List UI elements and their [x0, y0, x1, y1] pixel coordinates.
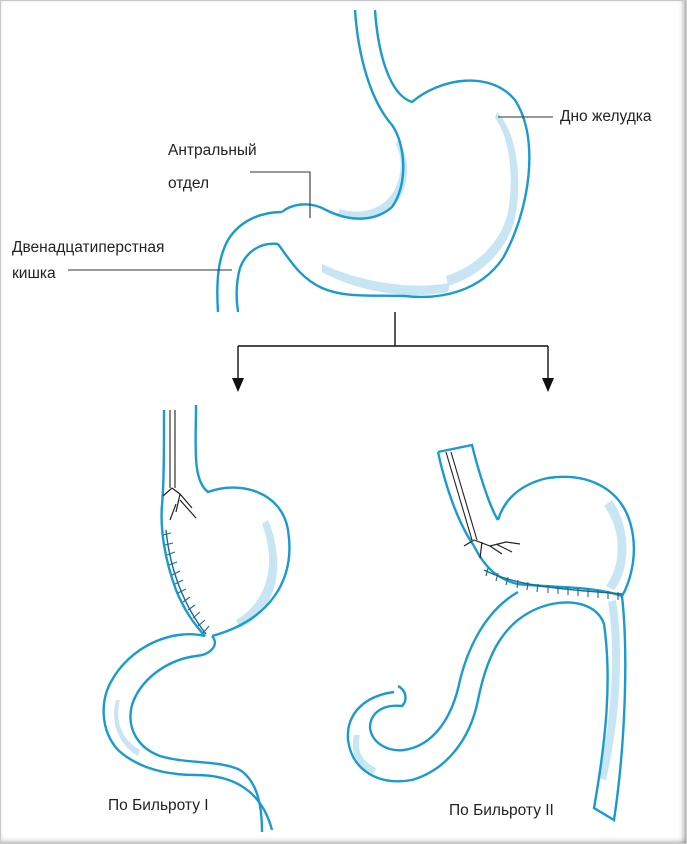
- branch-arrows: [232, 312, 554, 392]
- billroth-2-diagram: [348, 445, 634, 820]
- antrum-label-line2: отдел: [168, 174, 209, 194]
- stomach-outline-lesser: [282, 10, 403, 219]
- antrum-label-line1: Антральный: [168, 141, 257, 161]
- billroth-1-diagram: [104, 405, 290, 832]
- normal-stomach: [217, 10, 529, 312]
- billroth-1-label: По Бильроту I: [108, 796, 209, 816]
- stomach-body-shading: [322, 264, 450, 295]
- b1-suture-ticks: [163, 533, 209, 633]
- b2-suture-ticks: [486, 568, 618, 600]
- duodenum-label-line1: Двенадцатиперстная: [12, 238, 164, 258]
- duodenum-outline-outer: [217, 212, 282, 312]
- arrow-right-head: [542, 378, 554, 392]
- fundus-label: Дно желудка: [560, 107, 652, 127]
- b1-shading: [236, 520, 277, 628]
- lesser-curve-shading: [338, 140, 407, 218]
- b2-shading: [604, 500, 627, 590]
- duodenum-label-line2: кишка: [12, 264, 56, 284]
- stomach-fundus-shading: [446, 112, 518, 286]
- b1-duodenum-shading: [114, 700, 140, 756]
- duodenum-outline-inner: [237, 244, 278, 312]
- arrow-left-head: [232, 378, 244, 392]
- b2-loop-shading: [353, 735, 376, 774]
- billroth-2-label: По Бильроту II: [449, 801, 554, 821]
